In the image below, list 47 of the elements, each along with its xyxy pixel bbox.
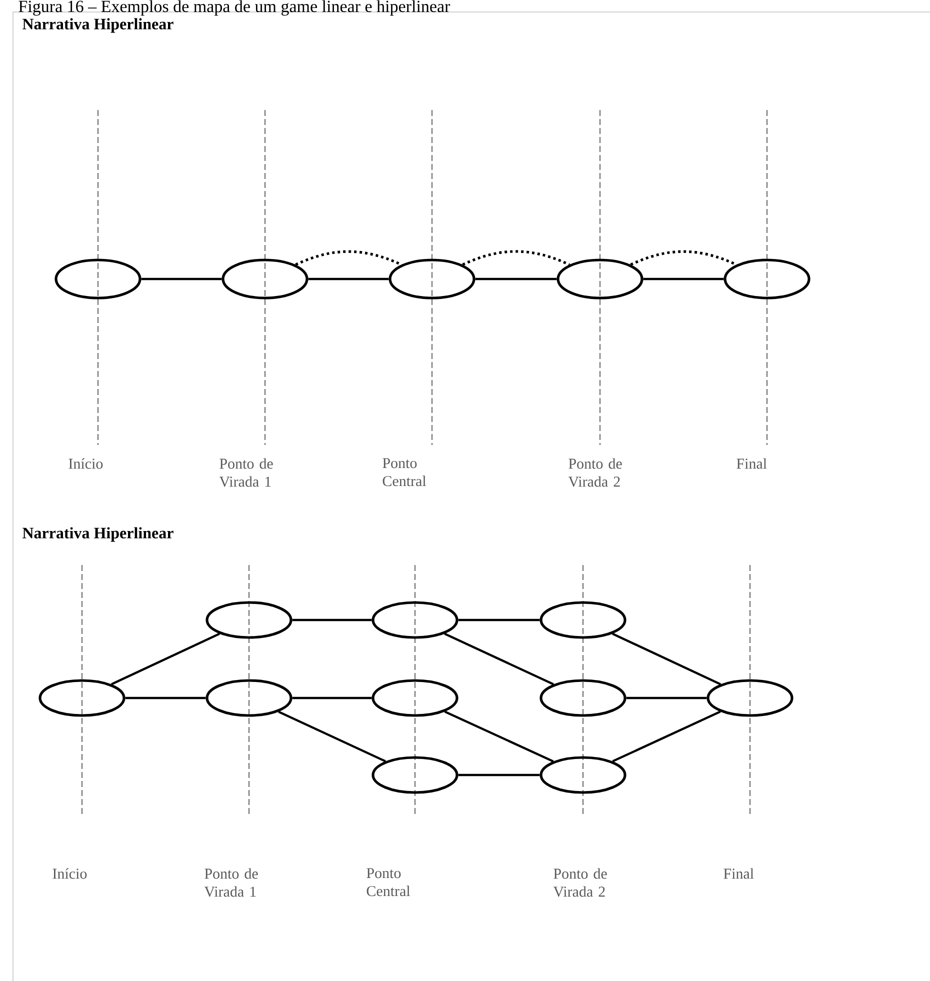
story-point bbox=[388, 258, 476, 300]
connector-line bbox=[308, 278, 389, 280]
column-label: Ponto de Virada 2 bbox=[553, 868, 607, 897]
column-label: Ponto Central bbox=[366, 868, 410, 896]
connector-line bbox=[612, 710, 721, 762]
story-point bbox=[556, 258, 644, 300]
story-point bbox=[38, 679, 126, 717]
connector-line bbox=[626, 696, 707, 700]
story-point bbox=[706, 679, 794, 717]
column-label: Ponto de Virada 1 bbox=[204, 868, 258, 897]
dotted-arc bbox=[462, 250, 570, 266]
column-label: Ponto Central bbox=[382, 458, 426, 486]
story-point bbox=[540, 756, 626, 794]
connector-line bbox=[458, 774, 540, 776]
section-heading: Narrativa Hiperlinear bbox=[22, 18, 174, 33]
story-point bbox=[54, 258, 142, 300]
column-label: Início bbox=[68, 458, 103, 469]
connector-line bbox=[111, 632, 220, 686]
story-point bbox=[372, 679, 458, 717]
connector-line bbox=[444, 632, 554, 686]
connector-line bbox=[444, 710, 554, 762]
figure-title: Figura 16 – Exemplos de mapa de um game linear e hiperlinear bbox=[18, 0, 450, 16]
connector-line bbox=[278, 710, 386, 762]
connector-line bbox=[141, 278, 222, 280]
connector-line bbox=[292, 618, 372, 622]
story-point bbox=[540, 601, 626, 639]
story-point bbox=[372, 756, 458, 794]
column-label: Início bbox=[52, 868, 87, 879]
story-point bbox=[724, 258, 810, 300]
column-label: Final bbox=[736, 458, 767, 469]
connector-line bbox=[612, 632, 721, 686]
dotted-arc bbox=[630, 250, 737, 266]
story-point bbox=[206, 601, 292, 639]
connector-line bbox=[643, 278, 724, 280]
column-label: Ponto de Virada 2 bbox=[568, 458, 622, 487]
story-point bbox=[222, 258, 308, 300]
story-point bbox=[372, 601, 458, 639]
section-heading: Narrativa Hiperlinear bbox=[22, 527, 174, 542]
column-label: Final bbox=[724, 868, 754, 879]
connector-line bbox=[475, 278, 557, 280]
column-label: Ponto de Virada 1 bbox=[219, 458, 273, 487]
connector-line bbox=[458, 618, 540, 622]
story-point bbox=[206, 679, 292, 717]
dotted-arc bbox=[295, 250, 402, 266]
story-point bbox=[540, 679, 626, 717]
connector-line bbox=[292, 696, 372, 700]
connector-line bbox=[125, 696, 206, 700]
